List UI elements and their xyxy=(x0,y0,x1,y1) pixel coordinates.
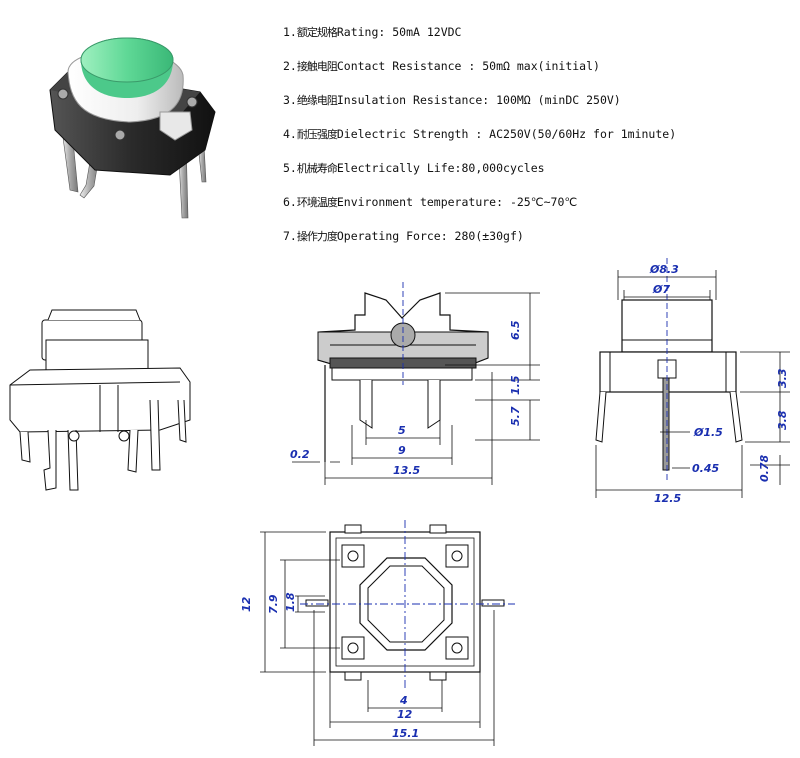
side-section-view: 6.5 1.5 5.7 5 9 13.5 0.2 xyxy=(290,282,540,485)
isometric-line-drawing xyxy=(9,309,191,491)
dim-top-small: 1.8 xyxy=(284,592,297,612)
dim-front-h-pin: 3.8 xyxy=(776,410,789,430)
dim-top-total: 15.1 xyxy=(392,727,419,740)
dim-side-h-bottom: 5.7 xyxy=(509,406,522,426)
spec-item: 6.环境温度Environment temperature: -25℃~70℃ xyxy=(283,195,578,209)
dim-top-height: 12 xyxy=(240,596,253,612)
spec-item: 1.额定规格Rating: 50mA 12VDC xyxy=(283,25,462,39)
dim-side-width: 13.5 xyxy=(393,464,420,477)
dim-front-cap-outer: Ø8.3 xyxy=(649,263,679,276)
front-view: Ø8.3 Ø7 3.3 3.8 Ø1.5 0.45 0.78 12.5 xyxy=(595,258,790,505)
dim-top-pin-gap: 4 xyxy=(399,694,408,707)
top-view: 12 7.9 1.8 4 12 15.1 xyxy=(240,520,515,746)
dim-front-h-body: 3.3 xyxy=(776,368,789,388)
dim-top-body: 12 xyxy=(397,708,413,721)
dim-side-pin-outer: 9 xyxy=(398,444,406,457)
dim-front-pin-t: 0.78 xyxy=(758,455,771,482)
dim-front-width: 12.5 xyxy=(654,492,681,505)
dim-front-pin-w: 0.45 xyxy=(692,462,719,475)
dim-side-pin-spacing: 5 xyxy=(398,424,406,437)
product-photo xyxy=(49,37,216,219)
spec-list: 1.额定规格Rating: 50mA 12VDC 2.接触电阻Contact R… xyxy=(283,22,676,260)
dim-top-inner: 7.9 xyxy=(267,594,280,614)
spec-item: 5.机械寿命Electrically Life:80,000cycles xyxy=(283,161,545,175)
dim-front-pin-dia: Ø1.5 xyxy=(693,426,723,439)
dim-side-thickness: 0.2 xyxy=(290,448,310,461)
spec-item: 3.绝缘电阻Insulation Resistance: 100MΩ (minD… xyxy=(283,93,621,107)
spec-item: 7.操作力度Operating Force: 280(±30gf) xyxy=(283,229,524,243)
dim-side-pin-h: 1.5 xyxy=(509,375,522,395)
spec-item: 4.耐压强度Dielectric Strength : AC250V(50/60… xyxy=(283,127,677,141)
dim-front-cap-inner: Ø7 xyxy=(652,283,670,296)
spec-item: 2.接触电阻Contact Resistance : 50mΩ max(init… xyxy=(283,59,600,73)
dim-side-h-top: 6.5 xyxy=(509,320,522,340)
